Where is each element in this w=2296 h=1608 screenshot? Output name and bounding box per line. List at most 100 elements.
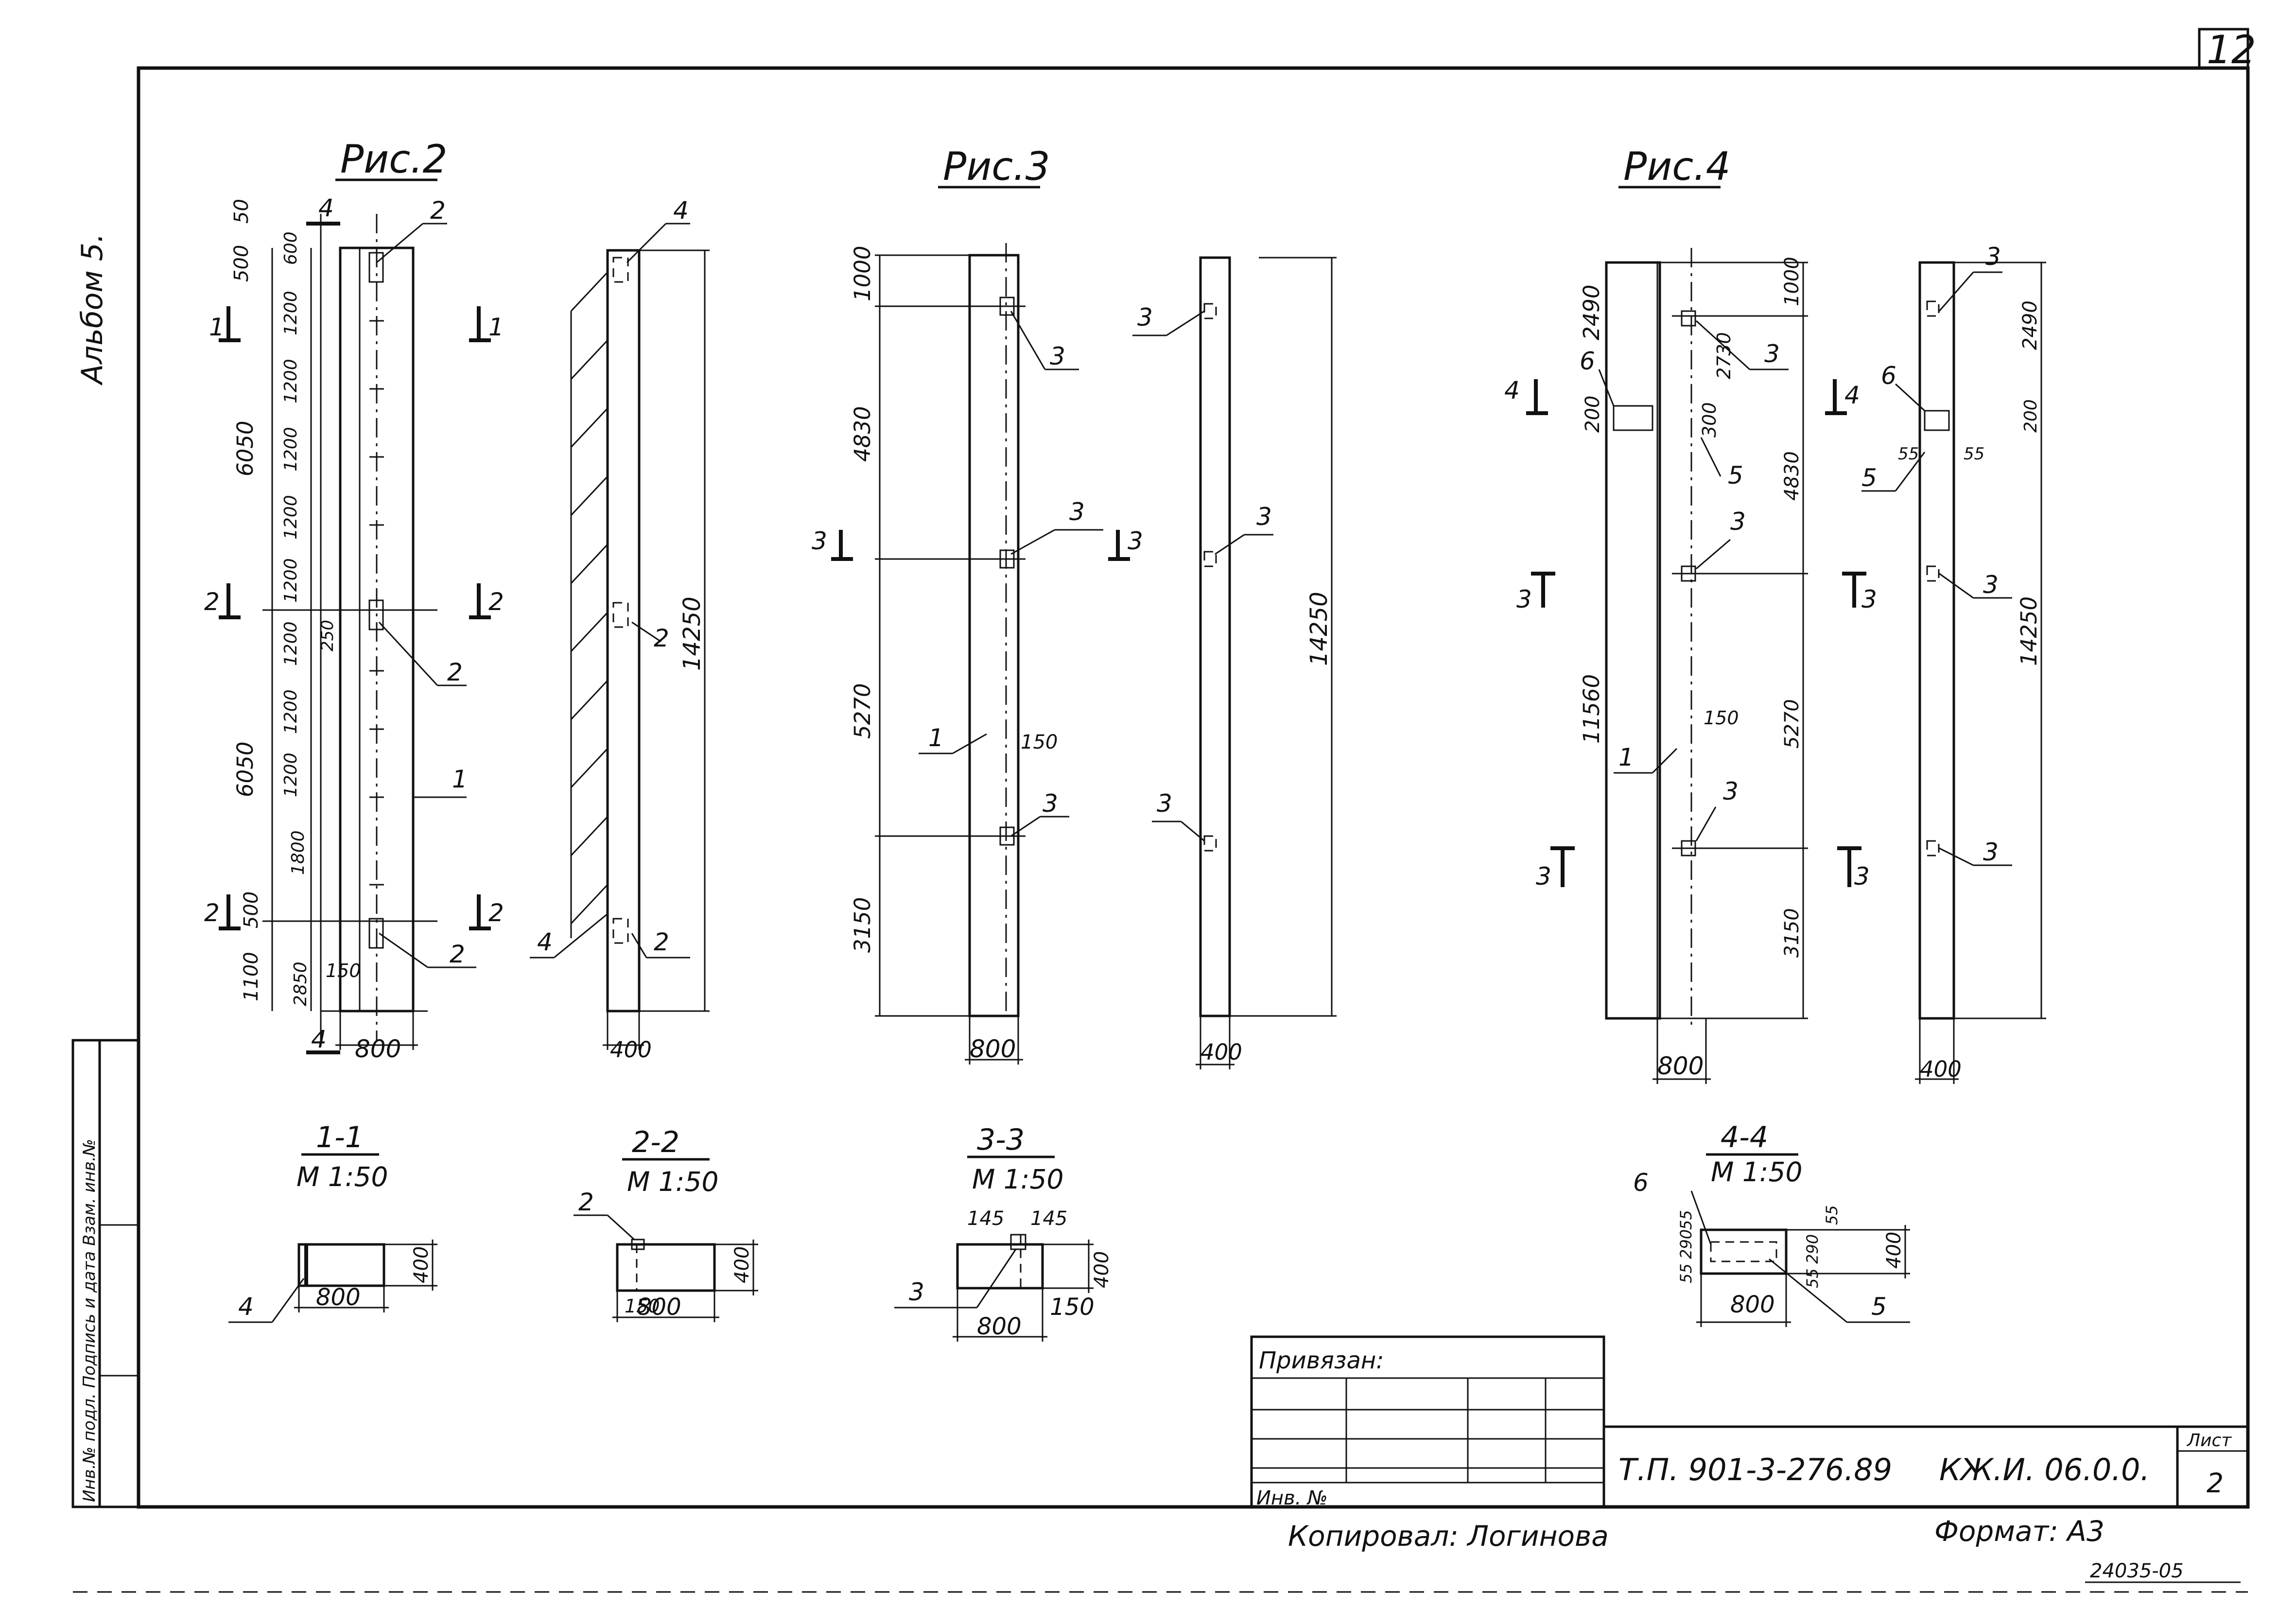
callout-label: 3	[1050, 342, 1065, 370]
callout-label: 3	[1069, 498, 1085, 526]
fig2-column-side: 14250 400 4 2 2 4	[530, 196, 710, 1063]
fig3-dim: 5270	[850, 683, 875, 739]
fig2-dim: 1200	[281, 621, 301, 666]
section-dim: 800	[977, 1313, 1022, 1340]
fig4-dim: 200	[1582, 396, 1604, 433]
fig2-dim: 1200	[281, 752, 301, 797]
fig2-dim: 150	[326, 960, 361, 981]
order-number: 24035-05	[2090, 1560, 2184, 1582]
section-dim: 150	[625, 1295, 660, 1317]
section-title: 3-3	[977, 1123, 1025, 1157]
fig4-side-height: 14250	[2016, 596, 2042, 666]
section-2-2: 2-2 М 1:50 800 400 150 2	[574, 1125, 758, 1322]
callout-label: 3	[1137, 303, 1153, 332]
fig3-side-height: 14250	[1305, 592, 1333, 666]
bound-label: Привязан:	[1259, 1347, 1384, 1374]
fig4-dim: 150	[1704, 707, 1739, 729]
fig3-dim: 4830	[850, 406, 875, 462]
section-dim: 145	[967, 1207, 1004, 1230]
fig4-column-front: 2490 200 11560 1000 4830 5270 3150 2730 …	[1504, 248, 1877, 1084]
sheet-frame	[73, 28, 2250, 1593]
section-title: 1-1	[316, 1120, 364, 1154]
callout-label: 3	[1983, 838, 1999, 866]
callout-label: 3	[1157, 789, 1172, 818]
callout-label: 3	[1730, 507, 1746, 536]
fig3-width-dim: 800	[970, 1035, 1016, 1063]
fig2-column-front	[262, 214, 437, 1050]
fig4-dim: 2490	[1579, 284, 1604, 340]
left-strip-text: Инв.№ подл. Подпись и дата Взам. инв.№	[80, 1139, 99, 1502]
fig4-side-dim: 2490	[2019, 300, 2041, 350]
fig2-embedded-plates	[368, 252, 384, 949]
section-dim: 800	[637, 1293, 681, 1321]
section-scale: М 1:50	[627, 1166, 718, 1197]
callout-label: 2	[654, 624, 669, 652]
cut-label: 4	[1504, 376, 1520, 404]
cut-label: 2	[204, 588, 220, 616]
fig2-dim: 1100	[240, 952, 262, 1001]
callout-label: 2	[447, 658, 463, 686]
fig2-dim: 50	[230, 199, 253, 224]
section-title: 2-2	[632, 1125, 679, 1159]
callout-label: 6	[1881, 362, 1896, 390]
section-scale: М 1:50	[296, 1161, 388, 1192]
callout-label: 1	[928, 724, 944, 752]
section-dim: 150	[1050, 1293, 1095, 1321]
format-label: Формат: А3	[1934, 1515, 2105, 1548]
section-dim: 800	[316, 1284, 361, 1311]
section-scale: М 1:50	[972, 1164, 1063, 1195]
callout-label: 3	[1764, 340, 1780, 368]
callout-label: 3	[1723, 777, 1739, 805]
callout-label: 5	[1861, 464, 1877, 492]
fig2-side-width: 400	[610, 1037, 652, 1063]
fig4-dim: 11560	[1579, 674, 1604, 744]
cut-label: 4	[1844, 381, 1860, 409]
section-dim: 400	[1883, 1232, 1905, 1269]
callout-label: 2	[450, 940, 465, 968]
section-dim: 55	[1677, 1263, 1695, 1283]
fig2-dim: 600	[281, 231, 301, 265]
cut-label: 3	[1854, 862, 1870, 891]
callout-label: 4	[238, 1293, 254, 1321]
cut-label: 1	[209, 313, 225, 341]
section-dim: 55	[1823, 1205, 1841, 1225]
callout-label: 3	[1043, 789, 1058, 818]
fig2-dim: 500	[230, 245, 253, 282]
cut-label: 3	[1128, 527, 1143, 555]
copied-by: Копировал: Логинова	[1288, 1520, 1609, 1553]
section-dim: 400	[731, 1246, 753, 1283]
section-dim: 55	[1677, 1210, 1695, 1230]
fig2-dim: 6050	[232, 741, 258, 797]
title-block	[1250, 1335, 2248, 1508]
callout-label: 6	[1633, 1169, 1649, 1197]
callout-label: 3	[1256, 503, 1272, 531]
sheet-value: 2	[2207, 1468, 2224, 1499]
fig2-dim: 1200	[281, 495, 301, 540]
callout-label: 2	[430, 196, 446, 225]
fig2-dim: 1200	[281, 427, 301, 472]
callout-label: 2	[654, 928, 669, 956]
fig4-dim: 1000	[1781, 257, 1803, 306]
section-dim: 55	[1803, 1268, 1822, 1288]
fig2-dim: 1800	[288, 830, 308, 875]
callout-label: 1	[452, 765, 468, 793]
section-dim: 290	[1677, 1229, 1695, 1259]
fig3-column-side: 14250 400 3 3 3	[1132, 256, 1337, 1069]
callout-label: 3	[1985, 243, 2001, 271]
left-strip	[71, 1039, 140, 1508]
inv-label: Инв. №	[1256, 1487, 1328, 1509]
cut-label: 3	[1536, 862, 1551, 891]
callout-label: 4	[673, 196, 689, 225]
fig3-dim: 3150	[850, 897, 875, 953]
section-3-3: 3-3 М 1:50 800 145 145 400 150 3	[894, 1123, 1113, 1342]
fig2-dim: 6050	[232, 420, 258, 476]
fig3-column-front: 1000 4830 5270 3150 150 800 3 3 3 3 3 1	[812, 243, 1143, 1065]
section-dim: 400	[410, 1246, 433, 1283]
callout-label: 3	[909, 1278, 924, 1306]
fig4-side-width: 400	[1920, 1056, 1962, 1082]
fig2-dim: 1200	[281, 359, 301, 403]
fig4-dim: 4830	[1781, 451, 1803, 501]
fig2-side-dimensions: 50 500 6050 6050 500 1100 600 1200 1200 …	[230, 199, 401, 1063]
section-scale: М 1:50	[1711, 1156, 1802, 1188]
